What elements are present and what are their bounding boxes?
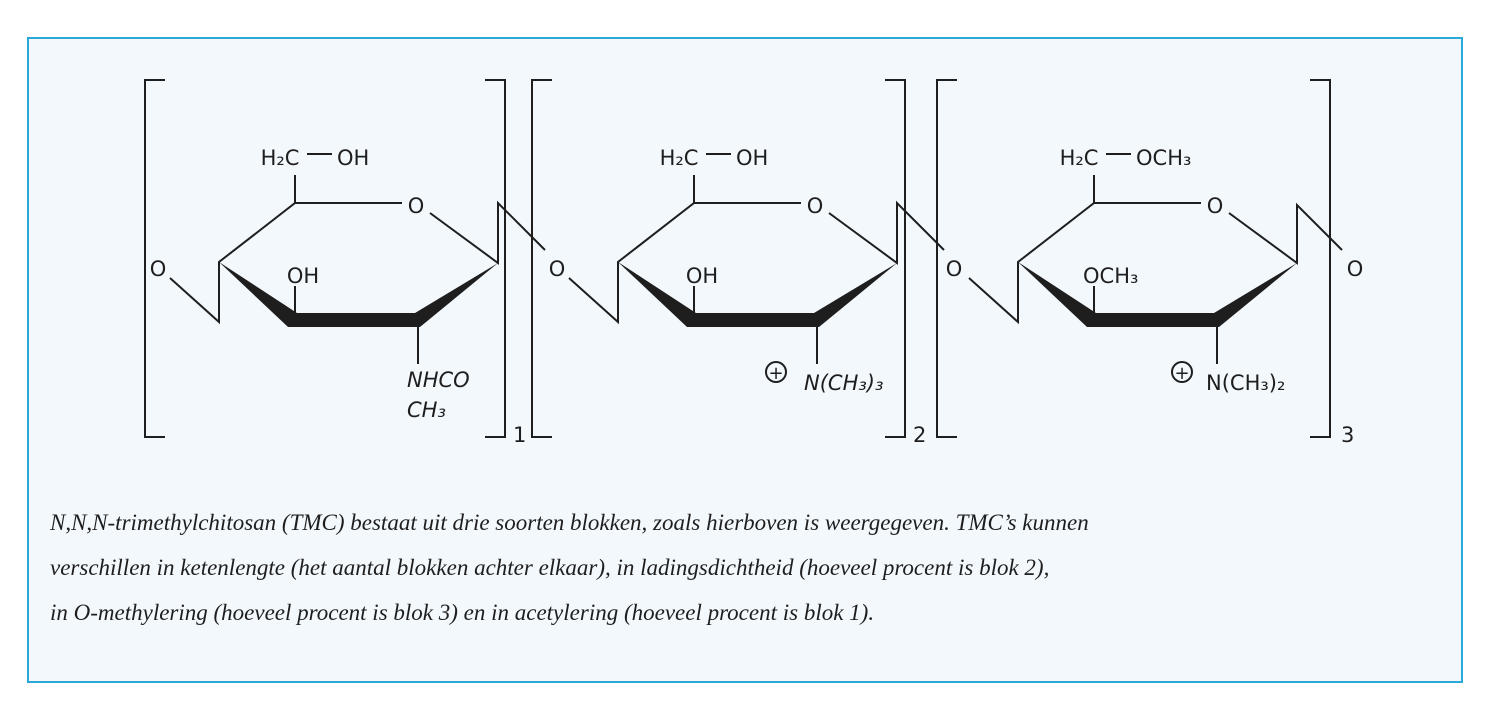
c6-group: H₂C (1060, 146, 1099, 170)
block-index-3: 3 (1341, 423, 1354, 447)
link-oxygen: O (150, 257, 167, 281)
ring-oxygen: O (807, 194, 824, 218)
positive-charge-icon (765, 361, 787, 383)
bracket-left-2 (531, 79, 552, 438)
ring-bonds (568, 153, 945, 364)
charge-sign: + (1174, 363, 1189, 384)
brackets (144, 79, 1331, 438)
charge-sign: + (768, 363, 783, 384)
block-2-trimethylated: O O H₂C OH OH + N(CH₃)₃ (549, 146, 945, 395)
ring-wedge (1018, 262, 1297, 327)
end-oxygen: O (1347, 257, 1364, 281)
c6-group: H₂C (660, 146, 699, 170)
c6-substituent: OH (337, 146, 369, 170)
c6-substituent: OCH₃ (1136, 146, 1191, 170)
positive-charge-icon (1171, 361, 1193, 383)
c6-group: H₂C (261, 146, 300, 170)
ring-oxygen: O (1207, 194, 1224, 218)
block-1-acetylated: O O H₂C OH OH NHCO CH₃ (150, 146, 546, 422)
link-oxygen: O (946, 257, 963, 281)
ring-bonds (968, 153, 1343, 364)
c2-substituent-line1: NHCO (407, 368, 470, 392)
c6-substituent: OH (736, 146, 768, 170)
c3-substituent: OCH₃ (1083, 264, 1138, 288)
c3-substituent: OH (287, 264, 319, 288)
link-oxygen: O (549, 257, 566, 281)
bracket-right-3 (1310, 79, 1331, 438)
block-index-1: 1 (513, 423, 526, 447)
figure-caption: N,N,N-trimethylchitosan (TMC) bestaat ui… (50, 500, 1089, 635)
ring-wedge (219, 262, 498, 327)
caption-line-1: N,N,N-trimethylchitosan (TMC) bestaat ui… (50, 510, 1089, 535)
ring-wedge (618, 262, 897, 327)
ring-bonds (169, 153, 546, 364)
c2-substituent: N(CH₃)₂ (1206, 371, 1285, 395)
c2-substituent: N(CH₃)₃ (804, 371, 883, 395)
caption-line-2: verschillen in ketenlengte (het aantal b… (50, 555, 1050, 580)
figure-frame (27, 37, 1463, 683)
c2-substituent-line2: CH₃ (407, 398, 446, 422)
ring-oxygen: O (408, 194, 425, 218)
bracket-left-3 (936, 79, 957, 438)
caption-line-3: in O-methylering (hoeveel procent is blo… (50, 600, 875, 625)
bracket-left-1 (144, 79, 165, 438)
bracket-right-1 (485, 79, 506, 438)
block-3-o-methylated: O O O H₂C OCH₃ OCH₃ + N(CH₃)₂ (946, 146, 1364, 395)
bracket-right-2 (885, 79, 906, 438)
block-index-2: 2 (913, 423, 926, 447)
c3-substituent: OH (686, 264, 718, 288)
